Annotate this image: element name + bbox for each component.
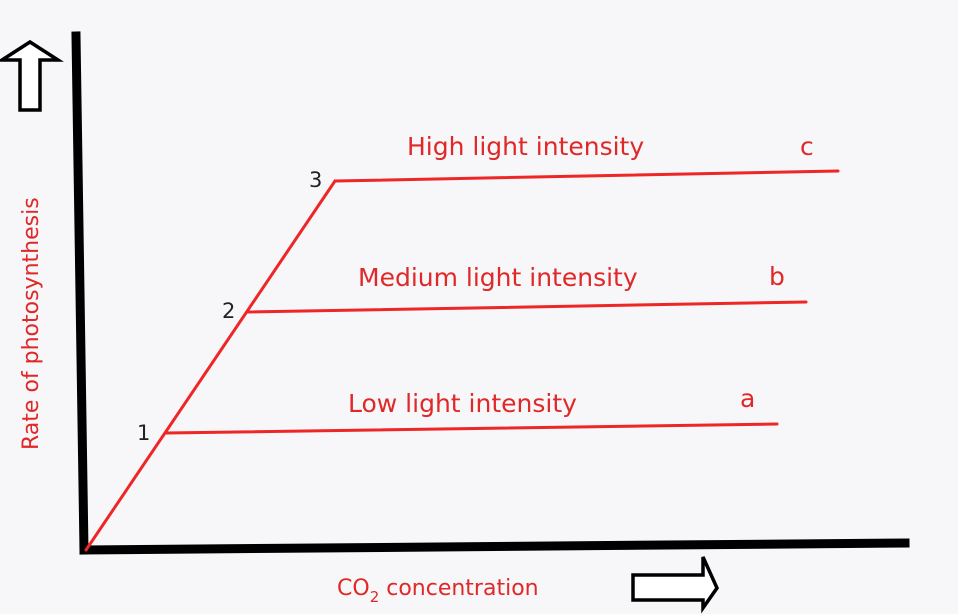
x-axis-title-suffix: concentration (379, 576, 538, 601)
y-axis-title: Rate of photosynthesis (19, 197, 44, 450)
low-intensity-label: Low light intensity (348, 389, 577, 418)
hollow-right-arrow-icon (631, 556, 720, 614)
medium-intensity-label: Medium light intensity (358, 263, 638, 292)
low-intensity-plateau (164, 422, 779, 435)
y-axis-line (71, 31, 89, 555)
curve-c-letter: c (800, 132, 814, 161)
x-axis-title: CO2 concentration (337, 576, 539, 606)
medium-intensity-plateau (245, 300, 808, 314)
point-2-label: 2 (222, 299, 235, 323)
point-3-label: 3 (309, 168, 322, 192)
point-1-label: 1 (137, 421, 150, 445)
curve-a-letter: a (740, 384, 755, 413)
hollow-up-arrow-icon (0, 39, 64, 112)
x-axis-title-subscript: 2 (370, 588, 380, 606)
high-intensity-label: High light intensity (407, 132, 644, 161)
high-intensity-plateau (333, 169, 840, 183)
x-axis-title-prefix: CO (337, 576, 370, 601)
limiting-slope-line (84, 179, 337, 552)
curve-b-letter: b (769, 262, 785, 291)
x-axis-line (79, 538, 910, 555)
